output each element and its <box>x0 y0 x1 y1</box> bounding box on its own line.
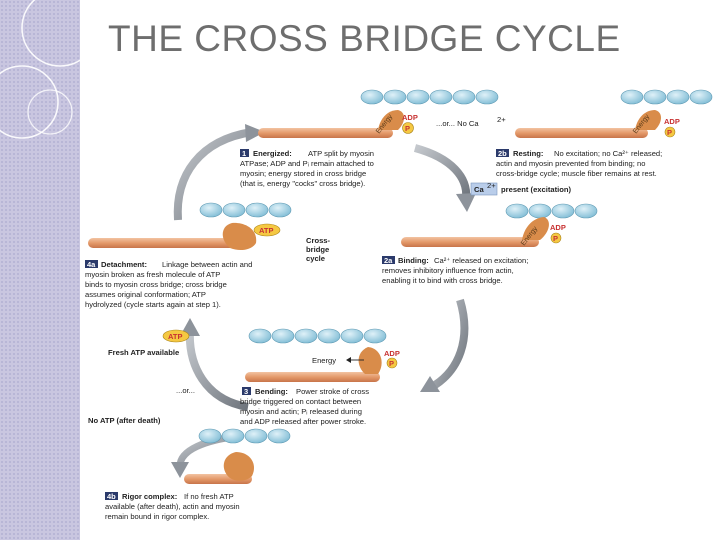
myosin-head-detachment <box>222 222 257 251</box>
decorative-circles <box>0 0 99 139</box>
svg-text:1: 1 <box>242 149 246 158</box>
svg-text:Energized:: Energized: <box>253 149 292 158</box>
myosin-rod-detachment <box>88 238 246 248</box>
step-badge-1 <box>240 149 249 157</box>
svg-text:Rigor complex:: Rigor complex: <box>122 492 177 501</box>
svg-text:Fresh ATP available: Fresh ATP available <box>108 348 179 357</box>
myosin-rod-bending <box>245 372 380 382</box>
svg-text:No excitation; no Ca²⁺ release: No excitation; no Ca²⁺ released; <box>554 149 662 158</box>
cycle-arrow-right <box>413 144 471 199</box>
svg-text:Ca: Ca <box>474 185 484 194</box>
slide-title: THE CROSS BRIDGE CYCLE <box>108 18 621 59</box>
svg-text:2+: 2+ <box>487 181 496 190</box>
myosin-head-resting <box>635 110 661 130</box>
step-badge-3 <box>242 387 251 395</box>
myosin-rod-binding <box>401 237 539 247</box>
svg-text:(that is, energy "cocks" cross: (that is, energy "cocks" cross bridge). <box>240 179 365 188</box>
svg-text:2+: 2+ <box>497 115 506 124</box>
svg-text:bridge triggered on contact be: bridge triggered on contact between <box>240 397 361 406</box>
myosin-rod-resting <box>515 128 648 138</box>
svg-text:myosin; energy stored in cross: myosin; energy stored in cross bridge <box>240 169 366 178</box>
actin-filament-bending <box>248 328 387 344</box>
svg-text:...or...: ...or... <box>176 386 195 395</box>
cross-bridge-diagram: Energy ADP P ...or... No Ca 2+ Energy AD… <box>85 89 713 521</box>
svg-text:...or... No Ca: ...or... No Ca <box>436 119 479 128</box>
svg-text:cycle: cycle <box>306 254 325 263</box>
svg-text:myosin broken as fresh molecul: myosin broken as fresh molecule of ATP <box>85 270 220 279</box>
fresh-atp-molecule <box>162 329 190 343</box>
svg-text:ADP: ADP <box>402 113 418 122</box>
svg-text:If no fresh ATP: If no fresh ATP <box>184 492 234 501</box>
svg-text:2a: 2a <box>384 256 393 265</box>
actin-filament-rigor <box>198 428 291 444</box>
step-badge-4b <box>105 492 118 500</box>
svg-text:4b: 4b <box>107 492 116 501</box>
svg-text:Resting:: Resting: <box>513 149 543 158</box>
svg-text:cross-bridge cycle; muscle fib: cross-bridge cycle; muscle fiber remains… <box>496 169 657 178</box>
svg-text:3: 3 <box>244 387 248 396</box>
step-badge-4a <box>85 260 98 268</box>
actin-filament-detachment <box>199 202 292 218</box>
calcium-badge <box>470 182 498 196</box>
svg-text:Detachment:: Detachment: <box>101 260 147 269</box>
svg-text:Ca²⁺ released on excitation;: Ca²⁺ released on excitation; <box>434 256 528 265</box>
svg-text:Binding:: Binding: <box>398 256 429 265</box>
svg-text:ATP: ATP <box>259 226 273 235</box>
actin-filament-binding <box>505 203 598 219</box>
svg-text:4a: 4a <box>87 260 96 269</box>
svg-text:assumes original conformation;: assumes original conformation; ATP <box>85 290 206 299</box>
svg-text:ATPase; ADP and Pᵢ remain atta: ATPase; ADP and Pᵢ remain attached to <box>240 159 374 168</box>
svg-text:myosin and actin; Pᵢ released: myosin and actin; Pᵢ released during <box>240 407 362 416</box>
svg-text:Bending:: Bending: <box>255 387 288 396</box>
svg-text:Cross-: Cross- <box>306 236 331 245</box>
sidebar-pattern <box>0 0 80 540</box>
svg-text:ADP: ADP <box>664 117 680 126</box>
svg-text:removes inhibitory influence f: removes inhibitory influence from actin, <box>382 266 514 275</box>
svg-text:and ADP released after power s: and ADP released after power stroke. <box>240 417 366 426</box>
svg-text:available (after death), actin: available (after death), actin and myosi… <box>105 502 240 511</box>
svg-text:2b: 2b <box>498 149 507 158</box>
myosin-head-bending <box>358 347 382 374</box>
svg-text:P: P <box>405 124 410 133</box>
svg-text:ATP: ATP <box>168 332 182 341</box>
svg-text:Power stroke of cross: Power stroke of cross <box>296 387 369 396</box>
svg-text:P: P <box>667 128 672 137</box>
svg-text:No ATP (after death): No ATP (after death) <box>88 416 161 425</box>
myosin-head-top <box>378 110 404 130</box>
svg-text:Energy: Energy <box>312 356 336 365</box>
svg-text:P: P <box>553 234 558 243</box>
svg-text:ADP: ADP <box>550 223 566 232</box>
actin-filament-resting <box>620 89 713 105</box>
myosin-rod-top <box>258 128 393 138</box>
actin-filament-top <box>360 89 499 105</box>
svg-text:binds to myosin cross bridge;: binds to myosin cross bridge; cross brid… <box>85 280 227 289</box>
myosin-head-rigor <box>223 452 255 481</box>
svg-text:actin and myosin prevented fro: actin and myosin prevented from binding;… <box>496 159 645 168</box>
cycle-arrow-bottom-right <box>432 298 469 389</box>
svg-text:hydrolyzed (cycle starts again: hydrolyzed (cycle starts again at step 1… <box>85 300 221 309</box>
svg-text:enabling it to bind with cross: enabling it to bind with cross bridge. <box>382 276 503 285</box>
step-badge-2b <box>496 149 509 157</box>
svg-text:present (excitation): present (excitation) <box>501 185 572 194</box>
svg-text:ADP: ADP <box>384 349 400 358</box>
step-badge-2a <box>382 256 395 264</box>
svg-text:remain bound in rigor complex.: remain bound in rigor complex. <box>105 512 209 521</box>
svg-text:P: P <box>389 359 394 368</box>
svg-text:Linkage between actin and: Linkage between actin and <box>162 260 252 269</box>
cycle-arrow-bottom-left <box>185 329 249 411</box>
svg-text:bridge: bridge <box>306 245 329 254</box>
myosin-head-binding <box>522 217 549 240</box>
cycle-arrow-left <box>173 128 253 221</box>
svg-text:ATP split by myosin: ATP split by myosin <box>308 149 374 158</box>
